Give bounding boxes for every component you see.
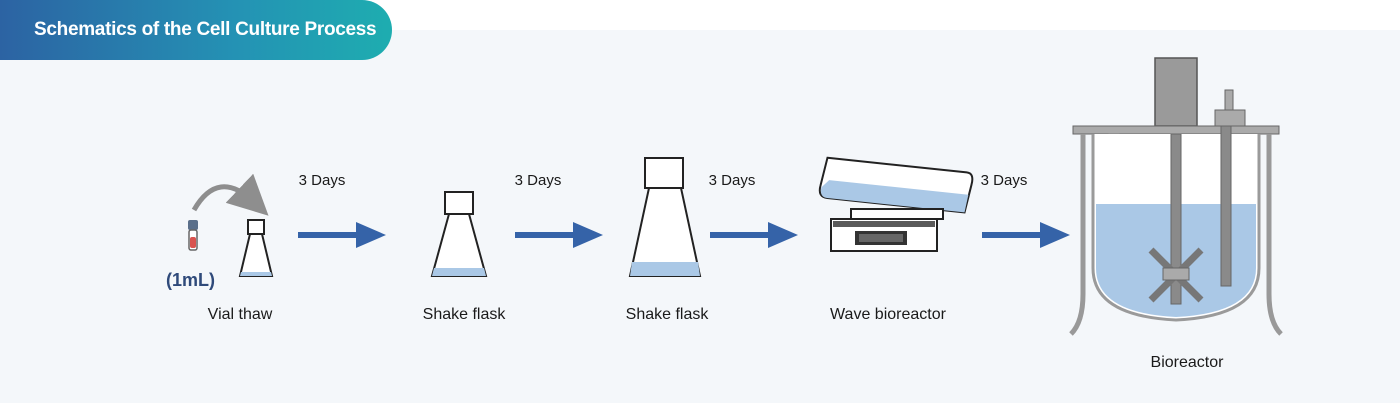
vial-thaw-illustration xyxy=(188,173,274,277)
transition-duration-4: 3 Days xyxy=(980,172,1028,189)
transition-duration-3: 3 Days xyxy=(708,172,756,189)
impeller-icon xyxy=(1148,247,1204,303)
process-arrow-icon xyxy=(982,222,1070,248)
diagram-title: Schematics of the Cell Culture Process xyxy=(34,19,377,40)
shake-flask-small-illustration xyxy=(430,191,488,277)
step-label-bioreactor: Bioreactor xyxy=(1150,354,1224,371)
shake-flask-large-illustration xyxy=(628,157,702,277)
transition-duration-2: 3 Days xyxy=(514,172,562,189)
wave-bioreactor-illustration xyxy=(818,156,974,252)
bioreactor-illustration xyxy=(1069,57,1283,336)
vial-icon xyxy=(188,220,198,251)
diagram-title-banner: Schematics of the Cell Culture Process xyxy=(0,0,392,60)
step-label-wave-bioreactor: Wave bioreactor xyxy=(830,306,946,323)
step-label-vial-thaw: Vial thaw xyxy=(207,306,273,323)
step-label-shake-flask-1: Shake flask xyxy=(422,306,506,323)
process-arrow-icon xyxy=(710,222,798,248)
process-arrow-icon xyxy=(515,222,603,248)
transition-duration-1: 3 Days xyxy=(298,172,346,189)
process-arrow-icon xyxy=(298,222,386,248)
step-label-shake-flask-2: Shake flask xyxy=(625,306,709,323)
vial-volume: (1mL) xyxy=(166,270,215,290)
small-flask-icon xyxy=(238,219,274,277)
transfer-arrow-icon xyxy=(191,173,269,216)
